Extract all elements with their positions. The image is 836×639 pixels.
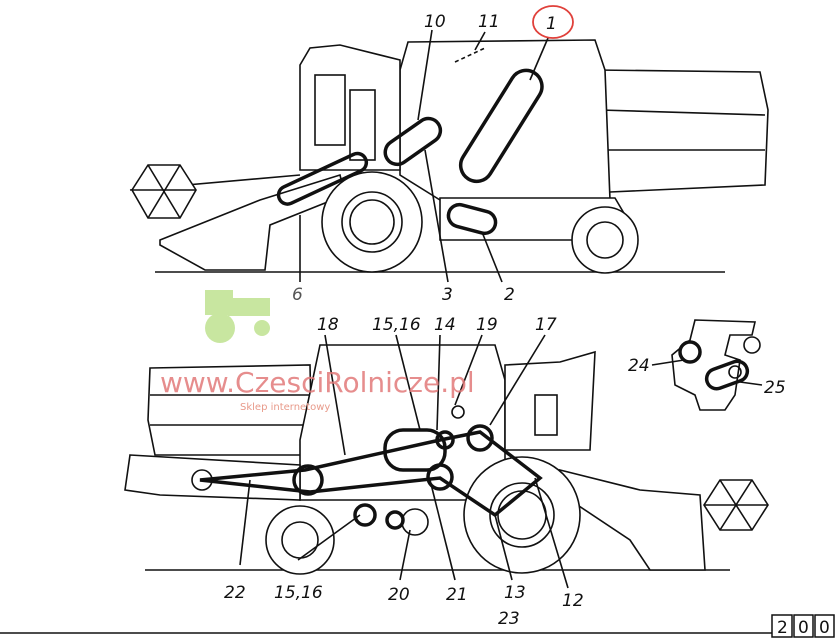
- page-number: 2 0 0: [771, 614, 835, 638]
- header: [558, 468, 706, 571]
- watermark-url: www.CzesciRolnicze.pl: [160, 366, 475, 399]
- label-12: 12: [562, 591, 584, 611]
- label-10: 10: [424, 12, 446, 32]
- top-combine: 1 10 11 6 3 2: [129, 5, 769, 305]
- label-11: 11: [478, 12, 500, 32]
- rear-wheel: [265, 505, 335, 575]
- label-1: 1: [546, 14, 557, 34]
- label-2: 2: [504, 285, 515, 305]
- front-wheel: [321, 171, 423, 273]
- label-23: 23: [498, 609, 520, 629]
- bottom-combine: 18 15,16 14 19 17 22 15,16 20 21 13 23 1…: [124, 315, 769, 629]
- page-digit: 2: [777, 618, 788, 638]
- grain-tank: [147, 364, 313, 456]
- label-25: 25: [764, 378, 786, 398]
- label-19: 19: [476, 315, 498, 335]
- rear-wheel: [571, 206, 639, 274]
- watermark-tagline: Sklep internetowy: [240, 402, 330, 413]
- label-22: 22: [224, 583, 246, 603]
- label-3: 3: [442, 285, 453, 305]
- belt-1: [458, 68, 544, 184]
- cab: [504, 350, 596, 451]
- label-6: 6: [292, 285, 303, 305]
- label-15-16-bottom: 15,16: [274, 583, 323, 603]
- label-20: 20: [388, 585, 410, 605]
- label-15-16-top: 15,16: [372, 315, 421, 335]
- page-digit: 0: [798, 618, 809, 638]
- label-13: 13: [504, 583, 526, 603]
- belt-2: [446, 202, 498, 236]
- belt-6: [276, 151, 369, 206]
- highlight-circle: [532, 5, 574, 39]
- label-21: 21: [446, 585, 468, 605]
- label-24: 24: [628, 356, 650, 376]
- belt-15-16: [383, 428, 447, 472]
- front-wheel: [463, 456, 581, 574]
- label-17: 17: [535, 315, 557, 335]
- tractor-logo: [205, 290, 270, 343]
- label-18: 18: [317, 315, 339, 335]
- watermark: www.CzesciRolnicze.pl Sklep internetowy: [160, 366, 475, 413]
- belt-main: [199, 430, 543, 518]
- rear-hood: [594, 69, 769, 193]
- belt-24-25: [704, 359, 750, 391]
- belt-11: [454, 47, 486, 63]
- label-14: 14: [434, 315, 456, 335]
- engine-inset: 24 25: [628, 319, 786, 411]
- page-digit: 0: [819, 618, 830, 638]
- engine-block: [671, 319, 756, 411]
- belt-10: [383, 116, 443, 167]
